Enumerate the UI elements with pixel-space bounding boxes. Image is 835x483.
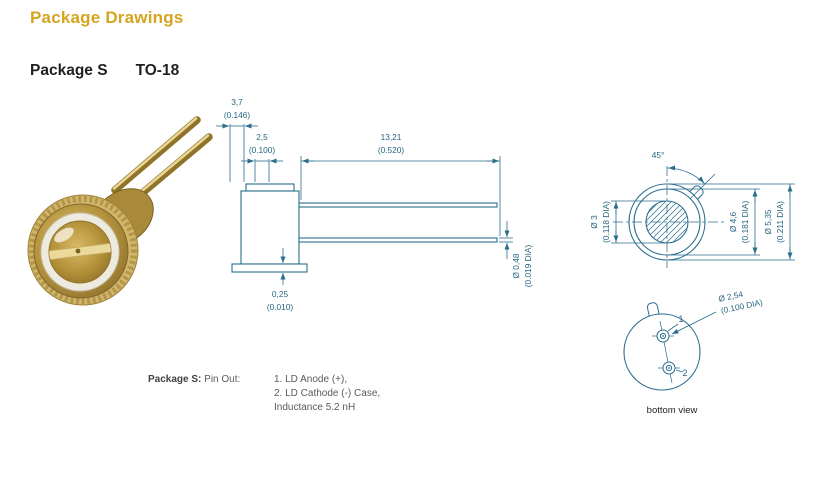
dim-cap-mm: 3,7 bbox=[231, 97, 243, 107]
dim-cap-in: (0.146) bbox=[224, 110, 251, 120]
pinout-line-inductance: Inductance 5.2 nH bbox=[274, 402, 356, 413]
dim-flange-dia-mm: Ø 5,35 bbox=[763, 209, 773, 234]
dim-lead-length-mm: 13,21 bbox=[381, 132, 402, 142]
pin-2 bbox=[662, 361, 676, 375]
pinout-block: Package S: Pin Out: 1. LD Anode (+), 2. … bbox=[148, 373, 380, 415]
pin-1 bbox=[656, 329, 670, 343]
dim-flange-in: (0.010) bbox=[267, 302, 294, 312]
pinout-pin-out-label: Pin Out: bbox=[204, 374, 241, 385]
pinout-line-cathode: 2. LD Cathode (-) Case, bbox=[274, 388, 381, 399]
package-outline-bottom bbox=[623, 313, 701, 391]
pinout-lines: 1. LD Anode (+), 2. LD Cathode (-) Case,… bbox=[274, 373, 380, 415]
centerlines bbox=[613, 166, 725, 268]
top-view-dim-labels: 45° Ø 4,6 (0.181 DIA) Ø 5,35 (0.211 DIA)… bbox=[589, 150, 785, 243]
pinout-line-anode: 1. LD Anode (+), bbox=[274, 374, 348, 385]
top-view-dimension-lines bbox=[611, 165, 795, 261]
flange-ribs bbox=[29, 196, 137, 304]
dim-cap-dia-mm: Ø 4,6 bbox=[728, 211, 738, 232]
side-view-drawing: 3,7 (0.146) 2,5 (0.100) 13,21 (0.520) 0,… bbox=[216, 97, 533, 312]
can-side-profile bbox=[231, 183, 498, 273]
dim-window-dia-mm: Ø 3 bbox=[589, 215, 599, 229]
side-view-dim-labels: 3,7 (0.146) 2,5 (0.100) 13,21 (0.520) 0,… bbox=[224, 97, 533, 312]
dim-lead-dia-in: (0.019 DIA) bbox=[523, 245, 533, 288]
page-title: Package Drawings bbox=[30, 8, 184, 27]
dim-flange-dia-in: (0.211 DIA) bbox=[775, 201, 785, 243]
dim-lead-dia-mm: Ø 0,48 bbox=[511, 253, 521, 278]
pin-1-label: 1 bbox=[678, 314, 683, 324]
dim-flange-mm: 0,25 bbox=[272, 289, 289, 299]
package-type: TO-18 bbox=[135, 62, 180, 79]
side-view-dimension-lines bbox=[216, 123, 513, 285]
bottom-view-caption: bottom view bbox=[647, 405, 698, 416]
dim-window-dia-in: (0.118 DIA) bbox=[601, 201, 611, 243]
dim-step-in: (0.100) bbox=[249, 145, 276, 155]
dim-lead-length-in: (0.520) bbox=[378, 145, 405, 155]
bottom-view-dimension-lines bbox=[667, 311, 717, 373]
pinout-labels: Package S: Pin Out: bbox=[148, 373, 274, 415]
dim-tab-angle: 45° bbox=[652, 150, 665, 160]
package-3d-illustration bbox=[27, 116, 213, 306]
dim-cap-dia-in: (0.181 DIA) bbox=[740, 201, 750, 244]
pinout-package-label: Package S: bbox=[148, 374, 202, 385]
bottom-view-drawing: Ø 2,54 (0.100 DIA) 1 2 bottom view bbox=[623, 289, 764, 416]
top-view-drawing: 45° Ø 4,6 (0.181 DIA) Ø 5,35 (0.211 DIA)… bbox=[589, 150, 795, 268]
glass-highlight bbox=[54, 227, 74, 243]
package-subtitle: Package S TO-18 bbox=[30, 62, 179, 80]
pin-2-label: 2 bbox=[682, 368, 687, 378]
package-name: Package S bbox=[30, 62, 108, 79]
dim-step-mm: 2,5 bbox=[256, 132, 268, 142]
